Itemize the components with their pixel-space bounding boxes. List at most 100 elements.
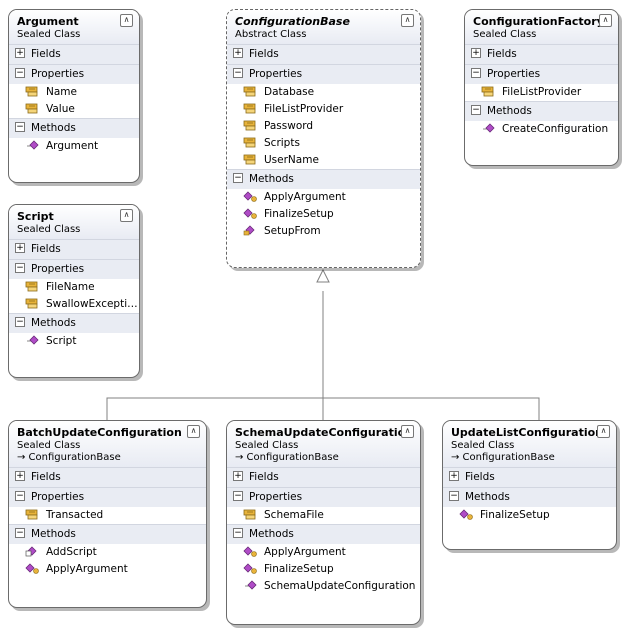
collapse-icon[interactable]: − [449,491,459,501]
base-class-link[interactable]: → ConfigurationBase [17,452,121,463]
base-class-link[interactable]: → ConfigurationBase [451,452,555,463]
member-method[interactable]: SetupFrom [227,223,420,240]
collapse-icon[interactable]: − [471,68,481,78]
class-batch-update-configuration[interactable]: BatchUpdateConfiguration Sealed Class → … [8,420,207,608]
member-method[interactable]: CreateConfiguration [465,121,618,138]
expand-icon[interactable]: + [15,471,25,481]
collapse-chevron-icon[interactable]: ∧ [599,14,612,27]
section-fields[interactable]: +Fields [227,467,420,487]
class-argument[interactable]: Argument Sealed Class ∧ +Fields −Propert… [8,9,140,183]
collapse-icon[interactable]: − [15,263,25,273]
section-fields[interactable]: +Fields [443,467,616,487]
section-methods[interactable]: −Methods [443,487,616,507]
member-method[interactable]: SchemaUpdateConfiguration [227,578,420,595]
property-icon [25,281,38,291]
collapse-icon[interactable]: − [15,528,25,538]
member-method[interactable]: ApplyArgument [9,561,206,578]
member-method[interactable]: Script [9,333,139,350]
constructor-icon [27,139,39,150]
class-header: BatchUpdateConfiguration Sealed Class → … [9,421,206,467]
member-property[interactable]: UserName [227,152,420,169]
class-header: SchemaUpdateConfiguration Sealed Class →… [227,421,420,467]
collapse-chevron-icon[interactable]: ∧ [597,425,610,438]
section-properties[interactable]: −Properties [227,64,420,84]
section-methods[interactable]: −Methods [465,101,618,121]
section-properties[interactable]: −Properties [9,64,139,84]
member-property[interactable]: Name [9,84,139,101]
collapse-chevron-icon[interactable]: ∧ [401,425,414,438]
collapse-chevron-icon[interactable]: ∧ [120,14,133,27]
section-properties[interactable]: −Properties [465,64,618,84]
class-configuration-factory[interactable]: ConfigurationFactory Sealed Class ∧ +Fie… [464,9,619,166]
class-name: Script [17,210,54,223]
member-method[interactable]: FinalizeSetup [227,206,420,223]
collapse-icon[interactable]: − [233,173,243,183]
property-icon [243,86,256,96]
property-icon [25,509,38,519]
inheritance-arrowhead [316,268,330,283]
property-icon [481,86,494,96]
member-property[interactable]: Value [9,101,139,118]
collapse-icon[interactable]: − [15,68,25,78]
section-fields[interactable]: +Fields [465,44,618,64]
static-method-icon [483,122,495,133]
class-header: Argument Sealed Class ∧ [9,10,139,44]
class-header: UpdateListConfiguration Sealed Class → C… [443,421,616,467]
member-property[interactable]: Transacted [9,507,206,524]
section-fields[interactable]: +Fields [227,44,420,64]
member-property[interactable]: Database [227,84,420,101]
section-methods[interactable]: −Methods [9,524,206,544]
collapse-icon[interactable]: − [233,491,243,501]
member-method[interactable]: Argument [9,138,139,155]
section-fields[interactable]: +Fields [9,44,139,64]
member-method[interactable]: FinalizeSetup [443,507,616,524]
section-properties[interactable]: −Properties [227,487,420,507]
member-property[interactable]: FileListProvider [227,101,420,118]
section-methods[interactable]: −Methods [9,313,139,333]
collapse-icon[interactable]: − [15,317,25,327]
collapse-icon[interactable]: − [233,68,243,78]
section-properties[interactable]: −Properties [9,487,206,507]
public-method-icon [243,545,257,557]
expand-icon[interactable]: + [15,48,25,58]
member-property[interactable]: Password [227,118,420,135]
member-method[interactable]: ApplyArgument [227,189,420,206]
expand-icon[interactable]: + [449,471,459,481]
member-property[interactable]: FileName [9,279,139,296]
public-method-icon [243,190,257,202]
expand-icon[interactable]: + [15,243,25,253]
class-update-list-configuration[interactable]: UpdateListConfiguration Sealed Class → C… [442,420,617,550]
class-schema-update-configuration[interactable]: SchemaUpdateConfiguration Sealed Class →… [226,420,421,625]
base-class-link[interactable]: → ConfigurationBase [235,452,339,463]
collapse-chevron-icon[interactable]: ∧ [401,14,414,27]
collapse-chevron-icon[interactable]: ∧ [187,425,200,438]
section-fields[interactable]: +Fields [9,239,139,259]
expand-icon[interactable]: + [233,471,243,481]
member-method[interactable]: ApplyArgument [227,544,420,561]
collapse-icon[interactable]: − [471,105,481,115]
expand-icon[interactable]: + [471,48,481,58]
collapse-icon[interactable]: − [233,528,243,538]
section-methods[interactable]: −Methods [227,524,420,544]
class-script[interactable]: Script Sealed Class ∧ +Fields −Propertie… [8,204,140,378]
collapse-icon[interactable]: − [15,122,25,132]
member-property[interactable]: SchemaFile [227,507,420,524]
property-icon [243,120,256,130]
section-methods[interactable]: −Methods [9,118,139,138]
collapse-chevron-icon[interactable]: ∧ [120,209,133,222]
member-method[interactable]: FinalizeSetup [227,561,420,578]
class-kind: Sealed Class [17,440,81,451]
collapse-icon[interactable]: − [15,491,25,501]
section-fields[interactable]: +Fields [9,467,206,487]
member-property[interactable]: FileListProvider [465,84,618,101]
section-properties[interactable]: −Properties [9,259,139,279]
section-methods[interactable]: −Methods [227,169,420,189]
member-property[interactable]: SwallowExcepti… [9,296,139,313]
property-icon [25,103,38,113]
class-configuration-base[interactable]: ConfigurationBase Abstract Class ∧ +Fiel… [226,9,421,268]
property-icon [243,103,256,113]
member-method[interactable]: AddScript [9,544,206,561]
member-property[interactable]: Scripts [227,135,420,152]
expand-icon[interactable]: + [233,48,243,58]
class-kind: Abstract Class [235,29,307,40]
